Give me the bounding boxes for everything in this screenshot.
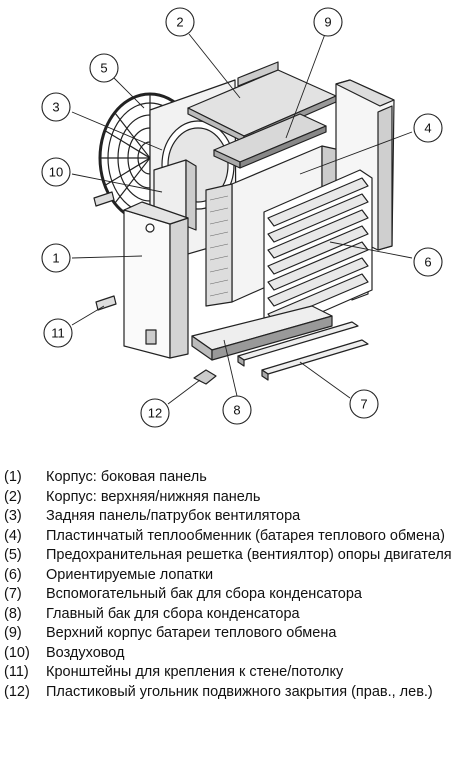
legend-text: Воздуховод (46, 644, 125, 661)
callout-10 (41, 157, 71, 187)
legend-text: Пластинчатый теплообменник (батарея тепл… (46, 527, 445, 544)
legend-text: Верхний корпус батареи теплового обмена (46, 625, 337, 641)
legend-item: (2) Корпус: верхняя/нижняя панель (0, 488, 470, 508)
callout-circles (41, 7, 443, 428)
legend-number: (6) (4, 566, 22, 583)
legend-text: Корпус: боковая панель (46, 469, 207, 485)
legend-item: (3) Задняя панель/патрубок вентилятора (0, 507, 470, 527)
exploded-view-diagram: 1 2 3 4 5 6 7 8 9 10 11 12 (41, 7, 443, 428)
legend-text: Вспомогательный бак для сбора конденсато… (46, 586, 362, 602)
legend-item: (12) Пластиковый угольник подвижного закр… (0, 683, 470, 703)
legend-text: Задняя панель/патрубок вентилятора (46, 508, 301, 524)
legend-number: (7) (4, 586, 22, 602)
callout-5 (89, 53, 119, 83)
legend-item: (5) Предохранительная решетка (вентиялтор… (0, 546, 470, 566)
callout-label-6: 6 (424, 255, 431, 270)
callout-2 (165, 7, 195, 37)
wall-bracket (93, 191, 117, 311)
callout-label-7: 7 (360, 397, 367, 412)
legend-text: Предохранительная решетка (вентиялтор) о… (46, 547, 452, 563)
callout-label-3: 3 (52, 100, 59, 115)
side-panel (123, 201, 189, 359)
callout-label-12: 12 (148, 406, 162, 421)
legend-item: (11) Кронштейны для крепления к стене/пот… (0, 663, 470, 683)
callout-label-5: 5 (100, 61, 107, 76)
legend-number: (5) (4, 547, 22, 563)
callout-8 (222, 395, 252, 425)
callout-label-9: 9 (324, 15, 331, 30)
main-tank (191, 305, 333, 361)
parts-legend: (1) Корпус: боковая панель (2) Корпус: вер… (0, 468, 470, 702)
callout-label-11: 11 (51, 326, 65, 341)
callout-label-1: 1 (52, 251, 59, 266)
leader-lines (71, 33, 413, 405)
legend-number: (3) (4, 508, 22, 524)
upper-housing (213, 113, 327, 169)
legend-item: (1) Корпус: боковая панель (0, 468, 470, 488)
legend-number: (9) (4, 625, 22, 641)
legend-text: Кронштейны для крепления к стене/потолку (46, 664, 344, 680)
legend-item: (7) Вспомогательный бак для сбора конденс… (0, 585, 470, 605)
legend-item: (9) Верхний корпус батареи теплового обме… (0, 624, 470, 644)
legend-item: (6) Ориентируемые лопатки (0, 566, 470, 586)
legend-number: (1) (4, 469, 22, 485)
callout-11 (43, 318, 73, 348)
louvers (263, 169, 373, 333)
legend-text: Корпус: верхняя/нижняя панель (46, 488, 261, 505)
legend-item: (8) Главный бак для сбора конденсатора (0, 605, 470, 625)
callout-1 (41, 243, 71, 273)
legend-number: (12) (4, 683, 30, 700)
legend-number: (11) (4, 664, 29, 680)
callout-6 (413, 247, 443, 277)
legend-number: (8) (4, 605, 22, 622)
callout-12 (140, 398, 170, 428)
legend-text: Ориентируемые лопатки (46, 566, 214, 583)
legend-text: Пластиковый угольник подвижного закрытия… (46, 683, 433, 700)
legend-number: (4) (4, 527, 22, 544)
callout-3 (41, 92, 71, 122)
callout-7 (349, 389, 379, 419)
callout-label-2: 2 (176, 15, 183, 30)
callout-label-4: 4 (424, 121, 431, 136)
auxiliary-tank (237, 321, 369, 381)
legend-item: (10) Воздуховод (0, 644, 470, 664)
callout-4 (413, 113, 443, 143)
legend-item: (4) Пластинчатый теплообменник (батарея т… (0, 527, 470, 547)
legend-number: (10) (4, 644, 30, 661)
legend-number: (2) (4, 488, 22, 505)
callout-9 (313, 7, 343, 37)
callout-label-8: 8 (233, 403, 240, 418)
callout-label-10: 10 (49, 165, 63, 180)
legend-text: Главный бак для сбора конденсатора (46, 605, 300, 622)
